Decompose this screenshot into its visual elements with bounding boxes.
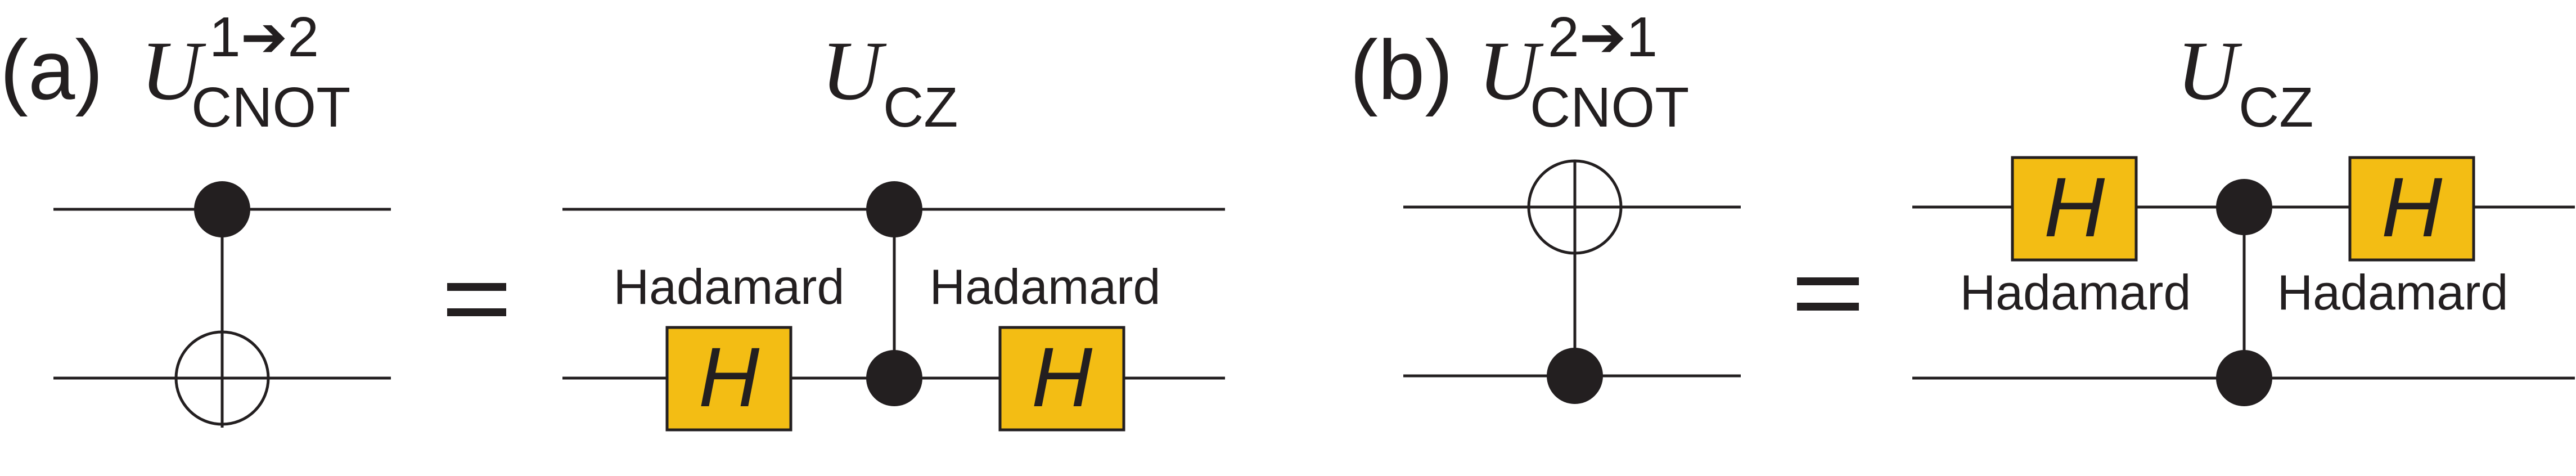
panel-a-control-dot bbox=[194, 181, 250, 237]
panel-a-hadamard-symbol-left: H bbox=[699, 330, 760, 424]
panel-a-left-subscript: CNOT bbox=[191, 76, 350, 139]
panel-a: (a) U 1➔2 CNOT U CZ Hadamard H Hadamard … bbox=[0, 6, 1225, 432]
panel-b-left-subscript: CNOT bbox=[1530, 76, 1689, 139]
panel-b-equals-sign bbox=[1797, 277, 1859, 311]
panel-b-hadamard-gate-left bbox=[2011, 156, 2138, 262]
panel-a-left-U: U bbox=[141, 24, 206, 118]
panel-a-cz-dot-top bbox=[866, 181, 922, 237]
panel-b-cz-dot-bottom bbox=[2216, 350, 2272, 406]
panel-a-label: (a) bbox=[0, 23, 103, 117]
panel-b: (b) U 2➔1 CNOT U CZ H Hadamard H Hadamar… bbox=[1350, 6, 2575, 406]
panel-a-equals-sign bbox=[447, 283, 506, 316]
panel-b-left-U: U bbox=[1478, 24, 1544, 118]
panel-b-cz-dot-top bbox=[2216, 179, 2272, 235]
panel-a-hadamard-symbol-right: H bbox=[1032, 330, 1093, 424]
panel-b-hadamard-label-left: Hadamard bbox=[1960, 264, 2191, 320]
panel-a-hadamard-gate-right bbox=[998, 326, 1125, 432]
panel-b-hadamard-gate-right bbox=[2348, 156, 2475, 262]
panel-b-hadamard-symbol-right: H bbox=[2381, 160, 2443, 254]
panel-a-left-superscript: 1➔2 bbox=[209, 6, 319, 69]
panel-b-label: (b) bbox=[1350, 23, 1453, 117]
panel-b-hadamard-label-right: Hadamard bbox=[2277, 264, 2509, 320]
panel-b-right-subscript: CZ bbox=[2239, 76, 2313, 139]
panel-a-hadamard-label-left: Hadamard bbox=[614, 259, 845, 315]
panel-a-cz-dot-bottom bbox=[866, 350, 922, 406]
panel-b-left-superscript: 2➔1 bbox=[1548, 6, 1658, 69]
panel-b-right-U: U bbox=[2177, 24, 2242, 118]
panel-a-right-subscript: CZ bbox=[883, 76, 958, 139]
panel-b-hadamard-symbol-left: H bbox=[2044, 160, 2105, 254]
panel-a-right-U: U bbox=[821, 24, 887, 118]
panel-b-control-dot bbox=[1547, 348, 1603, 404]
panel-a-hadamard-label-right: Hadamard bbox=[930, 259, 1161, 315]
panel-a-hadamard-gate-left bbox=[665, 326, 792, 432]
